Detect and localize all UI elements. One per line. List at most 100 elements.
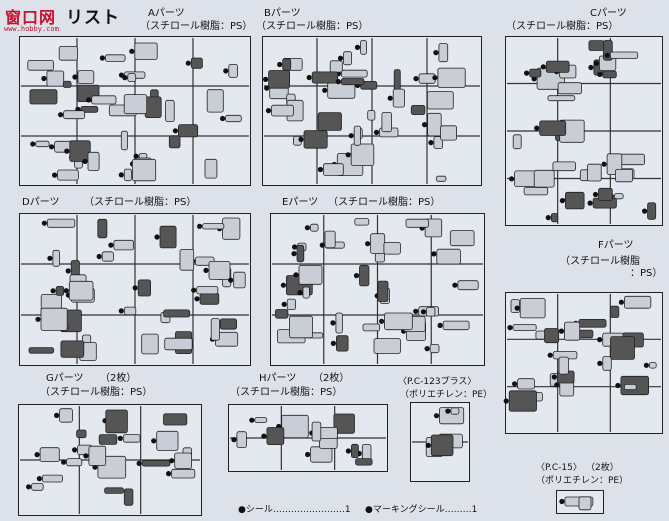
part-outline <box>87 151 100 172</box>
part-outline <box>68 280 94 301</box>
part-outline <box>55 285 65 296</box>
part-outline <box>77 70 95 84</box>
part-outline <box>322 163 344 176</box>
part-outline <box>512 134 522 150</box>
part-outline <box>381 112 392 133</box>
part-outline <box>52 249 60 267</box>
part-number-marker <box>559 498 565 505</box>
part-outline <box>539 120 567 136</box>
part-number-marker <box>335 79 341 85</box>
part-outline <box>131 158 157 182</box>
part-outline <box>113 239 135 251</box>
logo-url: www.hobby.com <box>4 25 59 33</box>
part-number-marker <box>61 459 67 465</box>
part-number-marker <box>291 251 297 257</box>
part-outline <box>565 191 585 210</box>
part-number-marker <box>547 352 553 358</box>
part-number-marker <box>428 140 434 146</box>
part-outline <box>31 483 44 491</box>
part-outline <box>457 280 479 291</box>
part-outline <box>384 312 413 331</box>
sprue-h-count: （2枚） <box>313 373 350 384</box>
part-number-marker <box>345 152 351 158</box>
part-outline <box>647 202 657 220</box>
part-number-marker <box>36 476 43 482</box>
part-number-marker <box>433 413 440 419</box>
part-outline <box>624 383 637 391</box>
part-outline <box>557 82 582 95</box>
part-outline <box>545 60 570 73</box>
part-outline <box>440 125 458 141</box>
part-outline <box>302 286 310 299</box>
part-number-marker <box>30 141 36 147</box>
part-number-marker <box>597 360 603 366</box>
part-number-marker <box>319 242 325 248</box>
part-outline <box>144 96 162 119</box>
part-outline <box>66 458 83 467</box>
part-number-marker <box>297 290 303 296</box>
part-outline <box>435 175 447 182</box>
part-number-marker <box>277 61 283 68</box>
part-number-marker <box>345 448 351 454</box>
part-outline <box>450 407 460 415</box>
part-outline <box>550 213 559 223</box>
part-number-marker <box>261 433 267 439</box>
part-outline <box>309 223 319 232</box>
part-outline <box>335 335 349 352</box>
part-outline <box>360 81 378 90</box>
part-number-marker <box>604 52 610 58</box>
part-outline <box>210 318 220 341</box>
part-outline <box>98 434 118 445</box>
part-outline <box>35 140 50 148</box>
part-number-marker <box>587 200 593 206</box>
part-outline <box>609 51 639 59</box>
part-outline <box>533 169 555 188</box>
part-outline <box>335 312 343 334</box>
part-outline <box>609 305 620 318</box>
part-number-marker <box>387 95 393 101</box>
sprue-detail-2 <box>507 38 661 224</box>
part-outline <box>254 417 268 424</box>
sprue-detail-5 <box>503 294 661 432</box>
part-number-marker <box>280 282 286 288</box>
part-outline <box>558 356 569 375</box>
part-outline <box>362 323 381 332</box>
part-outline <box>383 242 401 255</box>
pc15-name: 〈P.C-15〉 <box>536 463 582 473</box>
part-number-marker <box>348 133 354 139</box>
part-outline <box>517 378 535 390</box>
part-number-marker <box>129 48 135 54</box>
part-number-marker <box>322 87 328 93</box>
seal-count: ●シール……………………1 <box>238 505 351 515</box>
part-outline <box>42 474 63 483</box>
part-outline <box>377 280 389 302</box>
part-outline <box>429 343 440 354</box>
part-number-marker <box>558 328 565 334</box>
sprue-d-material: （スチロール樹脂：PS） <box>84 197 197 208</box>
sprue-detail-4 <box>272 215 483 364</box>
part-outline <box>547 95 576 102</box>
part-outline <box>512 324 537 331</box>
part-number-marker <box>96 253 102 260</box>
part-outline <box>123 168 132 182</box>
part-outline <box>120 130 128 151</box>
part-number-marker <box>47 255 53 261</box>
sprue-d-name: Dパーツ <box>22 197 60 208</box>
part-outline <box>39 447 60 463</box>
part-number-marker <box>317 166 323 173</box>
part-outline <box>519 297 546 319</box>
sprue-detail-1 <box>263 38 480 184</box>
part-number-marker <box>304 225 310 231</box>
part-number-marker <box>122 75 128 81</box>
part-number-marker <box>551 374 557 380</box>
part-outline <box>165 99 175 122</box>
part-outline <box>233 271 246 289</box>
part-number-marker <box>354 44 361 51</box>
part-number-marker <box>83 453 89 459</box>
logo-text: 窗口网 <box>5 8 57 27</box>
sprue-e-material: （スチロール樹脂：PS） <box>328 197 441 208</box>
part-outline <box>58 46 78 61</box>
part-number-marker <box>425 442 431 448</box>
part-number-marker <box>379 318 385 324</box>
part-outline <box>57 169 79 181</box>
